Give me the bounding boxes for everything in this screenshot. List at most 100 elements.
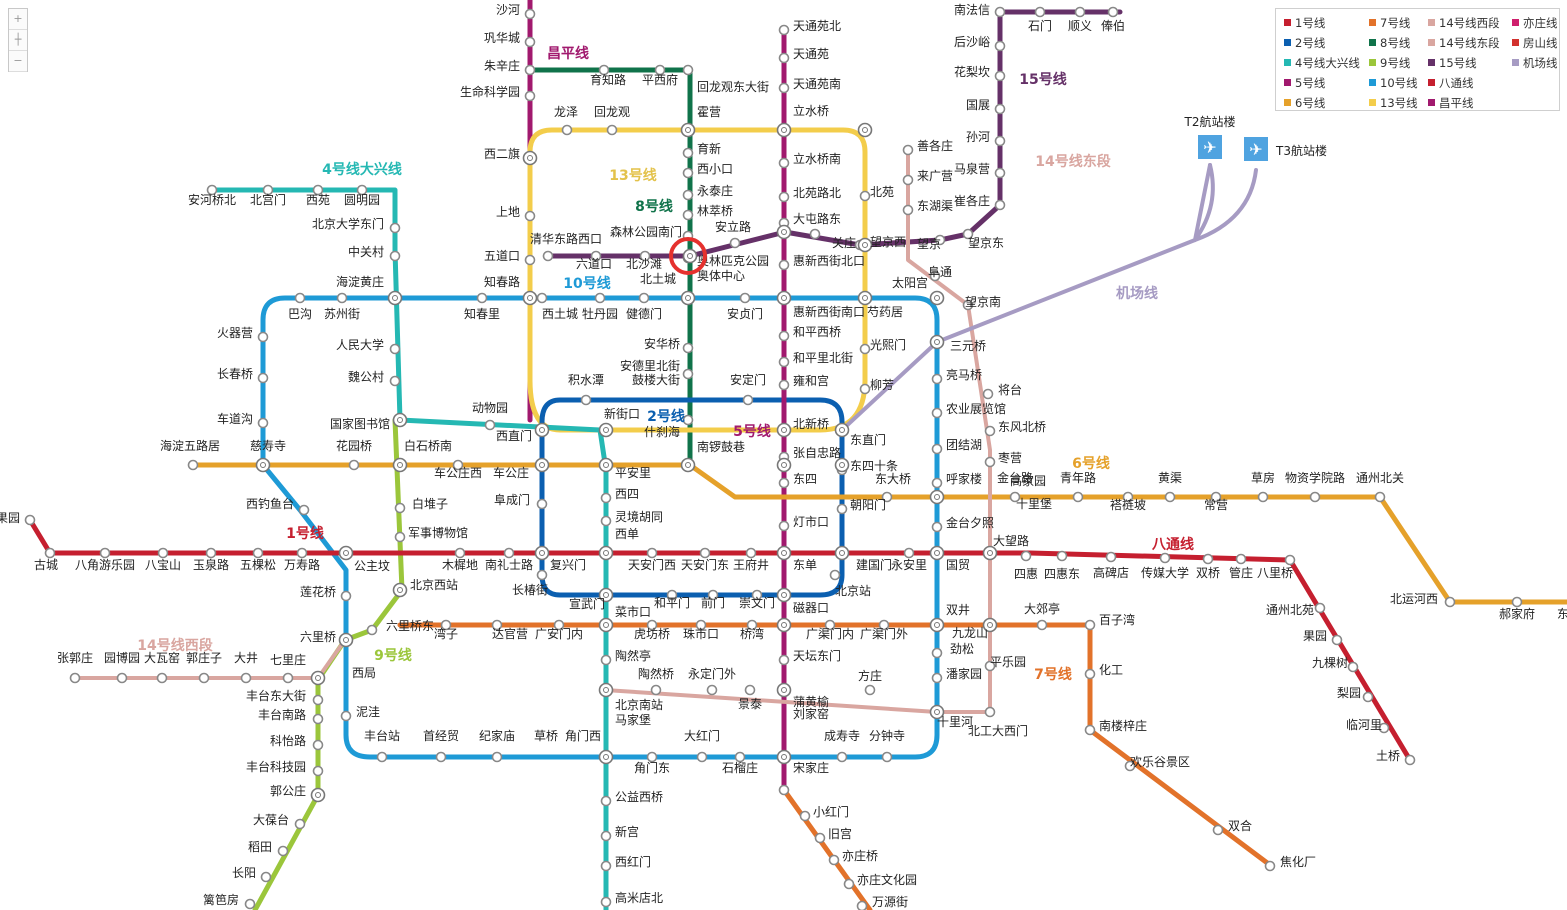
station-label[interactable]: 菜市口 [615, 604, 651, 619]
station-dot[interactable] [524, 64, 536, 76]
station-dot[interactable] [744, 684, 756, 696]
interchange-marker[interactable] [929, 545, 945, 561]
interchange-marker[interactable] [680, 290, 696, 306]
station-dot[interactable] [1404, 754, 1416, 766]
station-label[interactable]: 军事博物馆 [408, 525, 468, 540]
station-dot[interactable] [859, 343, 871, 355]
station-label[interactable]: 西苑 [306, 193, 330, 207]
station-dot[interactable] [1444, 596, 1456, 608]
station-label[interactable]: 磁器口 [793, 600, 829, 615]
station-label[interactable]: 前门 [701, 595, 725, 610]
station-label[interactable]: 张自忠路 [793, 445, 841, 460]
station-dot[interactable] [778, 330, 790, 342]
station-label[interactable]: 西局 [352, 666, 376, 680]
station-label[interactable]: 望京东 [968, 236, 1004, 250]
interchange-marker[interactable] [680, 457, 696, 473]
station-label[interactable]: 生命科学园 [460, 84, 520, 99]
station-label[interactable]: 四惠 [1014, 567, 1038, 581]
station-label[interactable]: 东四十条 [850, 459, 898, 473]
station-dot[interactable] [1105, 551, 1117, 563]
interchange-marker[interactable] [929, 617, 945, 633]
station-label[interactable]: 什刹海 [644, 424, 680, 439]
interchange-marker[interactable] [834, 457, 850, 473]
interchange-marker[interactable] [776, 290, 792, 306]
station-label[interactable]: 顺义 [1068, 19, 1092, 33]
station-dot[interactable] [1235, 553, 1247, 565]
station-label[interactable]: 莲花桥 [300, 584, 336, 599]
interchange-marker[interactable] [598, 457, 614, 473]
station-dot[interactable] [1159, 552, 1171, 564]
station-dot[interactable] [157, 547, 169, 559]
interchange-marker[interactable] [776, 617, 792, 633]
station-label[interactable]: 安河桥北 [188, 192, 236, 207]
station-dot[interactable] [484, 419, 496, 431]
station-label[interactable]: 陶然桥 [638, 666, 674, 681]
station-label[interactable]: 十里河 [937, 715, 973, 729]
station-label[interactable]: 北京南站 [615, 697, 663, 712]
station-label[interactable]: 沙河 [496, 3, 520, 17]
zoom-in-button[interactable]: + [9, 9, 27, 30]
station-dot[interactable] [524, 36, 536, 48]
station-label[interactable]: 慈寿寺 [250, 438, 286, 453]
station-dot[interactable] [902, 204, 914, 216]
station-label[interactable]: 万源街 [872, 895, 908, 909]
station-label[interactable]: 海淀黄庄 [336, 274, 384, 289]
station-label[interactable]: 首经贸 [423, 729, 459, 743]
interchange-marker[interactable] [776, 545, 792, 561]
station-label[interactable]: 国贸 [946, 558, 970, 572]
station-dot[interactable] [650, 684, 662, 696]
station-dot[interactable] [257, 331, 269, 343]
station-label[interactable]: 角门西 [565, 728, 601, 743]
station-label[interactable]: 崇文门 [739, 595, 775, 610]
station-label[interactable]: 大望路 [993, 533, 1029, 548]
station-label[interactable]: 百子湾 [1099, 612, 1135, 627]
station-dot[interactable] [542, 250, 554, 262]
station-dot[interactable] [524, 254, 536, 266]
station-label[interactable]: 广安门内 [535, 626, 583, 641]
station-label[interactable]: 虎坊桥 [634, 626, 670, 641]
station-dot[interactable] [524, 8, 536, 20]
station-dot[interactable] [778, 356, 790, 368]
station-label[interactable]: 奥林匹克公园 [697, 254, 769, 268]
station-dot[interactable] [745, 547, 757, 559]
station-dot[interactable] [982, 388, 994, 400]
station-dot[interactable] [356, 184, 368, 196]
station-label[interactable]: 九龙山 [952, 626, 988, 640]
station-label[interactable]: 桥湾 [740, 626, 764, 641]
station-dot[interactable] [962, 228, 974, 240]
station-dot[interactable] [734, 751, 746, 763]
station-label[interactable]: 平安里 [615, 465, 651, 480]
station-label[interactable]: 北沙滩 [626, 257, 662, 271]
station-label[interactable]: 小红门 [813, 804, 849, 819]
interchange-marker[interactable] [598, 749, 614, 765]
station-label[interactable]: 天坛东门 [793, 648, 841, 663]
station-label[interactable]: 立水桥南 [793, 151, 841, 166]
station-label[interactable]: 景泰 [738, 697, 762, 711]
station-dot[interactable] [536, 292, 548, 304]
interchange-marker[interactable] [776, 224, 792, 240]
station-label[interactable]: 关庄 [832, 235, 856, 250]
station-label[interactable]: 六里桥东 [386, 619, 434, 633]
station-label[interactable]: 建国门 [856, 557, 892, 572]
station-label[interactable]: 永定门外 [688, 666, 736, 681]
station-label[interactable]: 北工大西门 [968, 723, 1028, 738]
station-dot[interactable] [962, 299, 974, 311]
station-dot[interactable] [262, 184, 274, 196]
station-label[interactable]: 草房 [1251, 470, 1275, 485]
station-label[interactable]: 金台路 [997, 470, 1033, 485]
station-dot[interactable] [198, 672, 210, 684]
station-label[interactable]: 和平门 [654, 595, 690, 610]
interchange-marker[interactable] [255, 457, 271, 473]
station-dot[interactable] [1210, 491, 1222, 503]
station-label[interactable]: 霍营 [697, 105, 721, 119]
station-label[interactable]: 成寿寺 [824, 729, 860, 743]
station-label[interactable]: 宋家庄 [793, 760, 829, 775]
interchange-marker[interactable] [387, 290, 403, 306]
station-label[interactable]: 清华东路西口 [530, 231, 602, 246]
station-dot[interactable] [1202, 553, 1214, 565]
station-label[interactable]: 魏公村 [348, 369, 384, 384]
station-dot[interactable] [1264, 860, 1276, 872]
zoom-slider[interactable]: ┼ [9, 30, 27, 51]
station-dot[interactable] [440, 619, 452, 631]
station-label[interactable]: 木樨地 [442, 558, 478, 572]
